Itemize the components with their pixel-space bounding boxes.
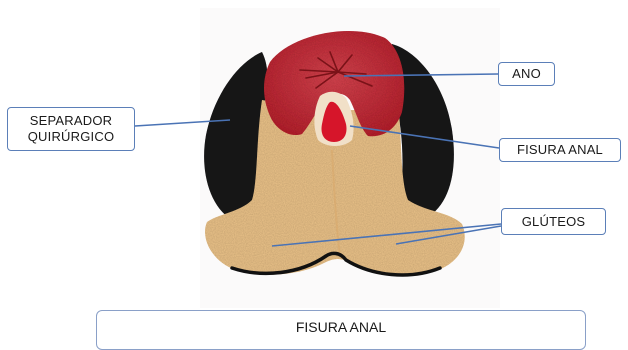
label-fisura-anal: FISURA ANAL (499, 138, 621, 162)
caption-text: FISURA ANAL (296, 319, 386, 335)
label-ano: ANO (498, 62, 555, 86)
label-separador-line2: QUIRÚRGICO (28, 129, 115, 145)
label-separador-quirurgico: SEPARADOR QUIRÚRGICO (7, 107, 135, 151)
label-gluteos: GLÚTEOS (501, 208, 606, 235)
caption-box: FISURA ANAL (96, 310, 586, 350)
label-separador-line1: SEPARADOR (30, 113, 112, 129)
